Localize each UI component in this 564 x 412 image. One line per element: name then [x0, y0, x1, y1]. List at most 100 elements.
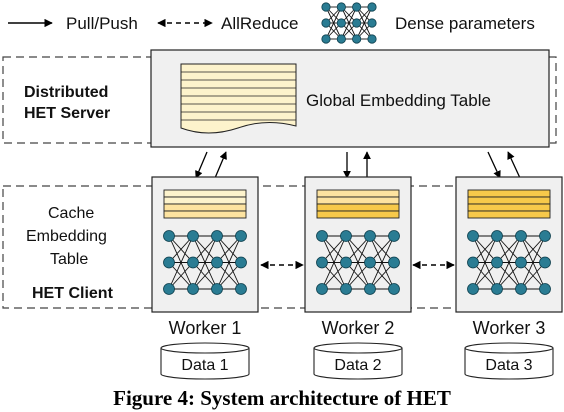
worker-net-edge — [472, 262, 498, 290]
worker-net-edge — [496, 235, 522, 263]
worker-net-node — [388, 283, 400, 295]
legend-net-edge — [325, 6, 342, 40]
worker-net-node — [467, 230, 479, 242]
legend-net-node — [336, 18, 346, 28]
worker-net-node — [163, 256, 175, 269]
worker-net-node — [340, 283, 352, 295]
legend-net-edge — [356, 6, 373, 40]
worker-net-node — [467, 283, 479, 295]
worker-net-node — [187, 283, 199, 295]
worker-net-edge — [520, 235, 546, 263]
worker-net-node — [467, 256, 479, 269]
worker-net-edge — [192, 262, 218, 290]
data-label: Data 2 — [334, 357, 381, 374]
worker-net-node — [235, 256, 247, 269]
worker-net-edge — [192, 235, 218, 290]
cache-embedding-table-icon — [163, 189, 247, 219]
worker-label: Worker 1 — [169, 318, 242, 338]
worker-net-node — [491, 230, 503, 242]
worker-net-node — [211, 283, 223, 295]
legend-net-node — [367, 18, 377, 28]
worker-net-edge — [369, 262, 395, 290]
worker-net-edge — [496, 262, 522, 290]
legend-net-node — [352, 34, 362, 44]
allreduce-legend-label: AllReduce — [221, 14, 299, 33]
worker-net-node — [187, 256, 199, 269]
server-label-line1: Distributed — [24, 84, 108, 101]
legend-net-node — [367, 2, 377, 12]
worker-net-edge — [321, 235, 347, 263]
worker-1: Worker 1 Data 1 — [151, 176, 259, 380]
data-label: Data 1 — [181, 357, 228, 374]
worker-net-edge — [321, 262, 347, 290]
data-cylinder: Data 2 — [313, 342, 403, 380]
het-client-label: HET Client — [32, 285, 114, 302]
figure-caption: Figure 4: System architecture of HET — [113, 386, 451, 410]
legend: Pull/Push AllReduce Dense parameters — [8, 2, 535, 44]
worker-net-node — [491, 283, 503, 295]
worker-label: Worker 2 — [322, 318, 395, 338]
worker-net-node — [515, 283, 527, 295]
worker-net-node — [211, 256, 223, 269]
worker-net-edge — [168, 235, 194, 263]
workers: Worker 1 Data 1 Worker 2 Data 2 Worker 3 Data… — [151, 176, 563, 380]
worker-3: Worker 3 Data 3 — [455, 176, 563, 380]
cache-label-line1: Cache — [48, 205, 94, 222]
worker-net-edge — [520, 235, 546, 290]
worker-net-edge — [472, 235, 498, 263]
worker-net-node — [539, 230, 551, 242]
worker-net-node — [364, 230, 376, 242]
worker-net-node — [316, 256, 328, 269]
worker-net-edge — [520, 262, 546, 290]
cache-label-line2: Embedding — [26, 228, 107, 245]
worker-net-node — [163, 283, 175, 295]
cache-label-line3: Table — [50, 251, 88, 268]
worker-net-node — [515, 256, 527, 269]
worker-net-node — [340, 230, 352, 242]
worker-net-edge — [192, 235, 218, 263]
worker-net-edge — [216, 262, 242, 290]
legend-net-node — [321, 34, 331, 44]
legend-net-node — [352, 18, 362, 28]
worker-net-node — [235, 230, 247, 242]
worker-net-node — [211, 230, 223, 242]
worker-net-node — [515, 230, 527, 242]
worker-net-edge — [216, 235, 242, 290]
pull-push-arrows — [195, 151, 521, 179]
legend-net-node — [336, 2, 346, 12]
worker-net-node — [235, 283, 247, 295]
cache-embedding-table-icon — [316, 189, 400, 219]
worker-net-edge — [345, 262, 371, 290]
worker-net-node — [163, 230, 175, 242]
worker-net-edge — [321, 235, 347, 290]
legend-net-node — [336, 34, 346, 44]
worker-net-node — [364, 256, 376, 269]
dense-parameters-icon — [163, 230, 247, 295]
worker-net-edge — [369, 235, 395, 290]
worker-2: Worker 2 Data 2 — [304, 176, 412, 380]
worker-net-node — [539, 256, 551, 269]
worker-net-edge — [496, 235, 522, 290]
cache-embedding-table-icon — [467, 189, 551, 219]
data-label: Data 3 — [485, 357, 532, 374]
worker-label: Worker 3 — [473, 318, 546, 338]
legend-net-node — [352, 2, 362, 12]
pull-push-legend-label: Pull/Push — [66, 14, 138, 33]
dense-parameters-legend-icon — [321, 2, 377, 44]
worker-net-node — [187, 230, 199, 242]
worker-net-edge — [472, 235, 498, 290]
worker-net-node — [364, 283, 376, 295]
worker-net-node — [491, 256, 503, 269]
legend-net-node — [321, 2, 331, 12]
worker-net-edge — [345, 235, 371, 290]
dense-parameters-icon — [467, 230, 551, 295]
worker-net-edge — [168, 235, 194, 290]
worker-net-node — [340, 256, 352, 269]
global-embedding-table-label: Global Embedding Table — [306, 91, 491, 110]
data-cylinder: Data 1 — [160, 342, 250, 380]
worker-net-edge — [216, 235, 242, 263]
worker-net-node — [388, 256, 400, 269]
dense-parameters-legend-label: Dense parameters — [395, 14, 535, 33]
worker-net-node — [316, 283, 328, 295]
